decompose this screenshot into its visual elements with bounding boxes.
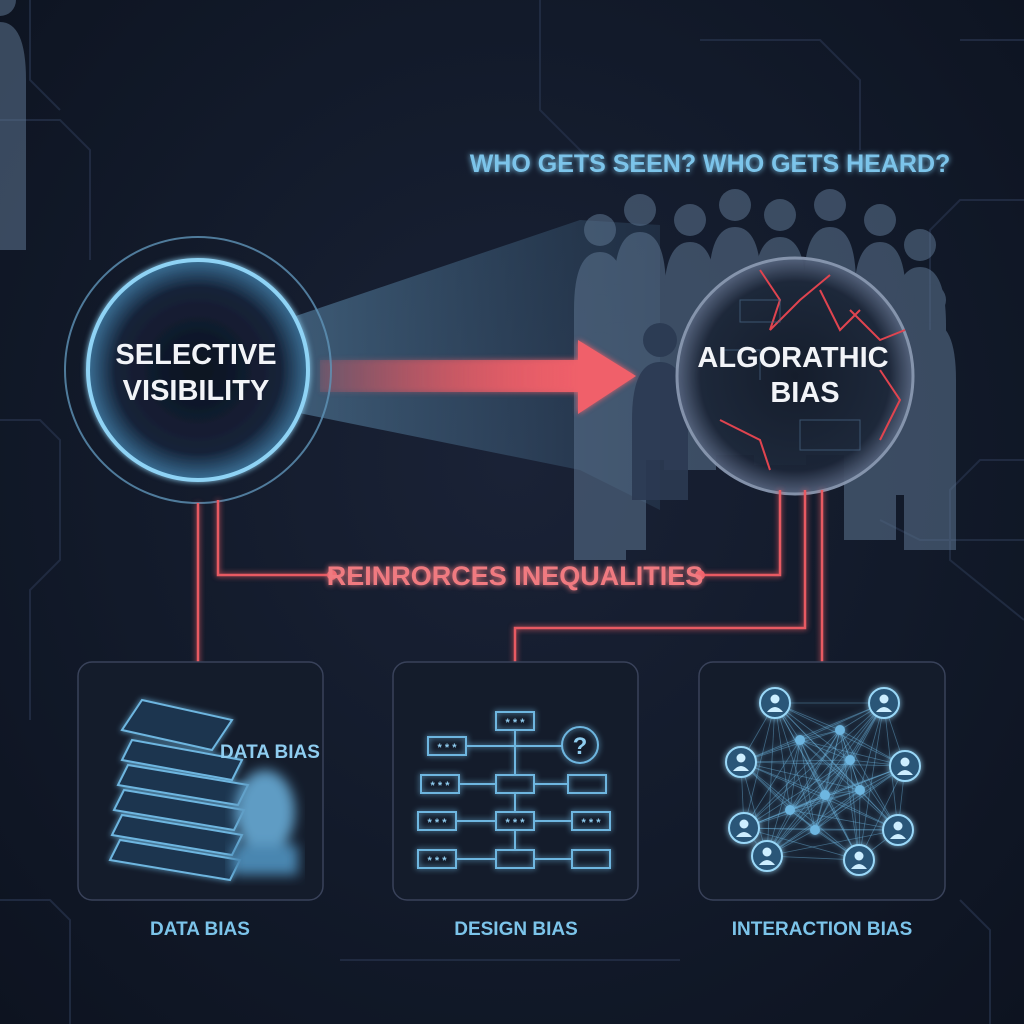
panel-label: DATA BIAS [150, 919, 250, 940]
network-link [774, 702, 861, 791]
network-link [789, 759, 851, 811]
network-link [766, 702, 776, 857]
user-node-icon [889, 750, 921, 782]
network-link [849, 759, 860, 861]
node-label-line2: BIAS [770, 377, 839, 409]
network-dot [795, 735, 805, 745]
network-link [740, 761, 860, 861]
network-link [740, 761, 906, 767]
question-mark: ? [573, 733, 588, 760]
network-link [740, 702, 885, 763]
user-node-icon [728, 812, 760, 844]
network-link [743, 789, 861, 829]
flow-glyph: * * * [582, 817, 602, 829]
node-label-line2: VISIBILITY [123, 375, 270, 407]
network-link [766, 739, 801, 857]
network-link [774, 702, 791, 811]
panel-label: INTERACTION BIAS [732, 919, 913, 940]
network-link [766, 702, 885, 857]
network-link [814, 759, 851, 831]
panel-interaction-bias: INTERACTION BIAS [698, 661, 946, 940]
network-link [740, 761, 861, 791]
network-link [789, 794, 826, 811]
foreground-silhouette [632, 323, 688, 500]
panel-inner-label: DATA BIAS [220, 742, 320, 763]
crack-lines [719, 269, 906, 471]
network-link [839, 729, 851, 761]
algorithmic-bias-node: ALGORATHIC BIAS [675, 256, 915, 496]
network-dot [820, 790, 830, 800]
network-link [789, 765, 906, 811]
user-node-icon [868, 687, 900, 719]
node-label-line1: SELECTIVE [115, 339, 276, 371]
crowd-silhouettes [0, 0, 956, 560]
network-link [799, 739, 816, 831]
network-link [740, 761, 899, 831]
network-link [839, 729, 899, 831]
network-link [774, 702, 816, 831]
flow-glyph: * * * [506, 817, 526, 829]
network-dot [835, 725, 845, 735]
network-link [799, 739, 851, 761]
connectors [196, 490, 824, 667]
reinforces-inequalities-label: REINRORCES INEQUALITIES [327, 561, 704, 591]
network-link [799, 739, 899, 831]
flow-glyph: * * * [428, 855, 448, 867]
blurred-face-icon [232, 770, 298, 875]
flow-glyph: * * * [431, 780, 451, 792]
user-node-icon [751, 840, 783, 872]
flow-glyph: * * * [506, 717, 526, 729]
network-link [824, 759, 851, 796]
user-node-icon [882, 814, 914, 846]
network-link [766, 829, 899, 857]
network-link [799, 739, 861, 791]
network-link [799, 739, 860, 861]
network-link [789, 729, 841, 811]
books-icon [108, 698, 250, 882]
network-dot [845, 755, 855, 765]
network-link [740, 761, 768, 857]
network-link [799, 739, 826, 796]
network-link [789, 809, 816, 831]
network-link [743, 729, 841, 829]
selective-visibility-node: SELECTIVE VISIBILITY [64, 236, 332, 504]
network-link [814, 789, 861, 831]
network-link [743, 827, 860, 861]
network-link [766, 759, 851, 857]
network-link [849, 759, 861, 791]
network-icon [725, 687, 921, 876]
user-node-icon [725, 746, 757, 778]
panel-label: DESIGN BIAS [454, 919, 578, 940]
network-dot [810, 825, 820, 835]
user-node-icon [843, 844, 875, 876]
panel-data-bias: DATA BIAS DATA BIAS [77, 661, 324, 940]
node-label-line1: ALGORATHIC [697, 342, 888, 374]
red-arrow [320, 340, 636, 414]
network-link [814, 702, 885, 831]
network-link [743, 702, 885, 829]
network-link [789, 702, 885, 811]
header-question: WHO GETS SEEN? WHO GETS HEARD? [470, 150, 951, 178]
network-link [824, 789, 861, 796]
network-link [740, 729, 841, 763]
network-link [743, 739, 801, 829]
network-link [740, 759, 851, 763]
flow-glyph: * * * [438, 742, 458, 754]
network-link [789, 739, 801, 811]
network-link [743, 702, 776, 829]
network-dot [855, 785, 865, 795]
flowchart-icon [417, 711, 611, 869]
network-link [824, 702, 885, 796]
network-link [839, 729, 860, 861]
network-link [814, 729, 841, 831]
network-link [799, 729, 841, 741]
network-link [743, 759, 851, 829]
user-node-icon [759, 687, 791, 719]
network-link [858, 702, 885, 861]
network-link [799, 739, 906, 767]
flow-glyph: * * * [428, 817, 448, 829]
panel-design-bias: ? * * * * * * * * * * * * * * * * * * * … [392, 661, 639, 940]
network-dot [785, 805, 795, 815]
